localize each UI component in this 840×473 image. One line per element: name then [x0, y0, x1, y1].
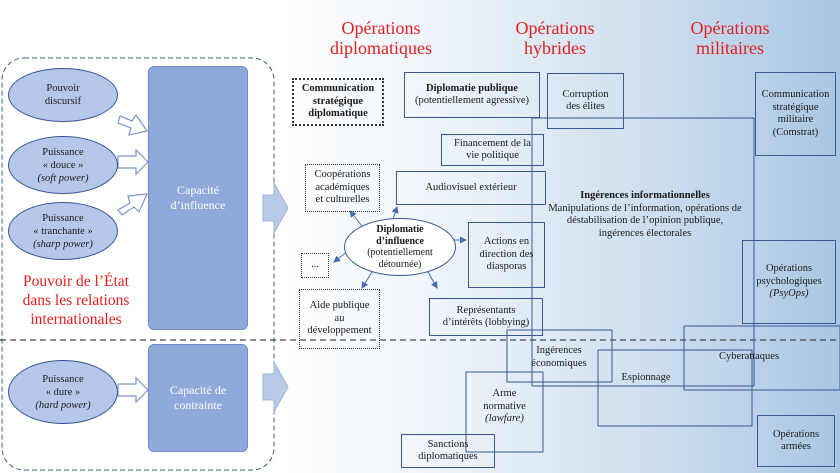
box-ellipsis: ...	[301, 253, 329, 278]
arrow-tranchante	[117, 193, 148, 216]
frame-ingerences-eco	[506, 329, 613, 383]
ellipse-soft-power: Puissance« douce »(soft power)	[8, 136, 118, 194]
arrow-dure	[117, 376, 149, 404]
box-audiovisuel: Audiovisuel extérieur	[396, 171, 546, 205]
text-espionnage: Espionnage	[621, 372, 671, 383]
big-arrow-contrainte	[262, 360, 289, 414]
left-frame	[1, 57, 275, 471]
box-diplomatie-publique: Diplomatie publique(potentiellement agre…	[404, 72, 540, 118]
big-arrow-influence	[262, 181, 289, 235]
frame-cyber	[683, 325, 840, 391]
arrow-pouvoir	[117, 113, 148, 136]
frame-ingerences-info	[531, 117, 755, 387]
ellipse-hard-power: Puissance« dure »(hard power)	[8, 360, 118, 424]
ellipse-sharp-power: Puissance« tranchante »(sharp power)	[8, 202, 118, 260]
arrow-douce	[117, 148, 149, 176]
text-cyberattaques: Cyberattaques	[718, 351, 780, 362]
frame-espionnage	[597, 349, 753, 427]
frame-arme	[465, 371, 544, 453]
text-ingerences-informationnelles: Ingérences informationnelles Manipulatio…	[548, 190, 742, 239]
